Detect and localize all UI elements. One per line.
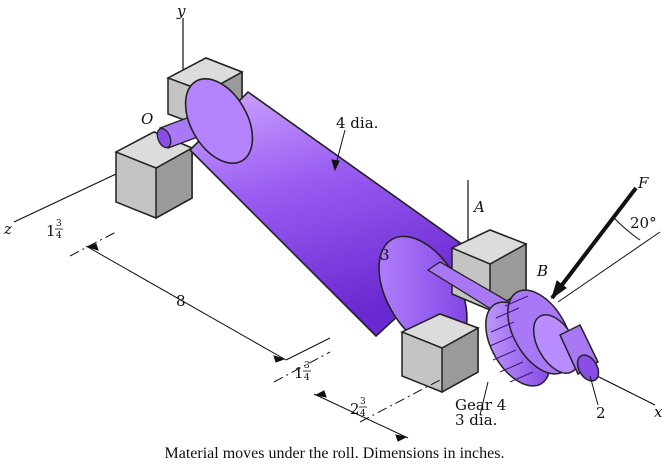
svg-text:4: 4 xyxy=(304,373,310,383)
point-a-label: A xyxy=(472,198,485,216)
force-label: F xyxy=(637,174,649,192)
roll-diameter-label: 4 dia. xyxy=(336,114,378,132)
gear-dia-label: 3 dia. xyxy=(455,411,497,429)
right-lower-bearing xyxy=(400,313,480,394)
shaft-number-label: 2 xyxy=(596,404,606,422)
angle-label: 20° xyxy=(630,214,657,232)
left-lower-bearing xyxy=(114,131,194,220)
svg-text:2: 2 xyxy=(350,400,360,418)
point-b-label: B xyxy=(536,262,548,280)
svg-text:1: 1 xyxy=(46,222,56,240)
roll-number-label: 3 xyxy=(380,246,390,264)
dim-mid-fraction: 1 3 4 xyxy=(294,361,311,383)
svg-text:4: 4 xyxy=(360,409,366,419)
force-arrow xyxy=(550,186,661,303)
svg-text:3: 3 xyxy=(304,361,310,371)
dimension-lines xyxy=(69,129,599,442)
origin-label: O xyxy=(141,110,153,128)
gear-label: Gear 4 xyxy=(455,396,506,414)
dim-right-fraction: 2 3 4 xyxy=(350,397,367,419)
svg-text:1: 1 xyxy=(294,364,304,382)
figure-caption: Material moves under the roll. Dimension… xyxy=(164,445,505,462)
angle-reference-line xyxy=(557,231,661,303)
y-axis-label: y xyxy=(176,2,186,20)
dim-left-fraction: 1 3 4 xyxy=(46,219,63,241)
gear-4 xyxy=(485,289,600,387)
svg-text:3: 3 xyxy=(360,397,366,407)
x-axis-label: x xyxy=(654,403,663,421)
dim-8-label: 8 xyxy=(176,292,186,310)
z-axis-label: z xyxy=(3,220,12,238)
x-axis-line xyxy=(594,374,656,406)
angle-arc xyxy=(613,217,641,241)
svg-text:4: 4 xyxy=(56,231,62,241)
svg-text:3: 3 xyxy=(56,219,62,229)
